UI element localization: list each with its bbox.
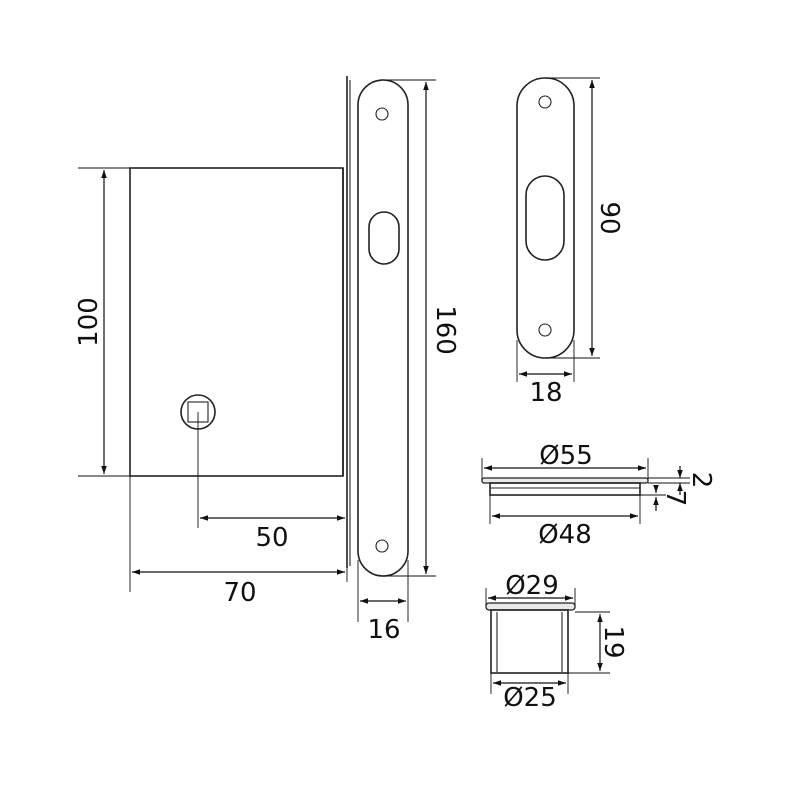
dim-label-rosette-inner: Ø48 (538, 520, 592, 550)
dim-rosette-outer: Ø55 (481, 441, 649, 480)
dim-rosette-inner: Ø48 (489, 495, 641, 550)
dim-label-rosette-depth: 7 (660, 490, 690, 507)
dim-label-cup-inner: Ø25 (503, 683, 557, 713)
dim-strike-width: 18 (516, 340, 575, 408)
dim-label-faceplate-length: 160 (430, 305, 460, 355)
dim-label-backset: 50 (255, 523, 288, 553)
dim-body-height: 100 (74, 167, 130, 477)
dim-label-rosette-outer: Ø55 (539, 441, 593, 471)
strike-plate (516, 77, 575, 359)
dim-backset: 50 (197, 412, 345, 553)
dim-label-rosette-flange: 2 (686, 472, 716, 489)
faceplate (357, 79, 409, 577)
dim-label-body-height: 100 (74, 297, 104, 347)
dim-faceplate-length: 160 (383, 79, 460, 577)
dim-rosette-flange: 2 (648, 466, 716, 495)
dim-body-width: 70 (129, 476, 348, 608)
dim-label-faceplate-width: 16 (367, 615, 400, 645)
dim-label-cup-outer: Ø29 (505, 571, 559, 601)
dim-cup-outer: Ø29 (485, 571, 576, 606)
dim-faceplate-width: 16 (357, 560, 409, 645)
dim-rosette-depth: 7 (640, 485, 690, 511)
dim-cup-inner: Ø25 (490, 673, 569, 713)
lock-body (129, 76, 351, 568)
dim-strike-length: 90 (545, 77, 624, 359)
dim-label-strike-width: 18 (529, 378, 562, 408)
dim-label-strike-length: 90 (594, 201, 624, 234)
dim-label-cup-depth: 19 (598, 625, 628, 658)
cup-side-view (485, 602, 576, 674)
dim-label-body-width: 70 (223, 578, 256, 608)
rosette-side-view (481, 477, 649, 496)
dim-cup-depth: 19 (568, 611, 628, 674)
